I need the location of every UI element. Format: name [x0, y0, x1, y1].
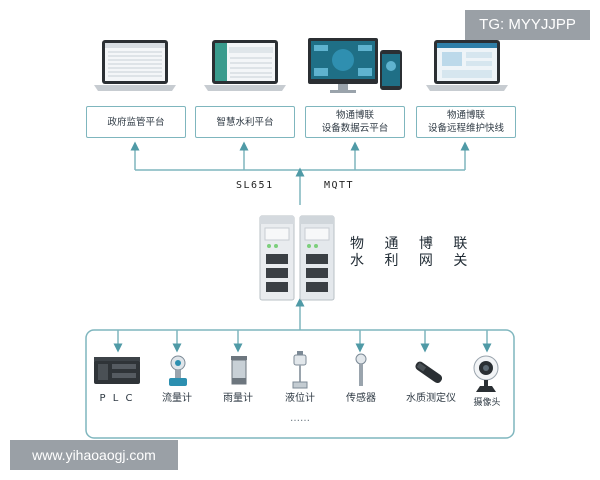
plc-icon [94, 357, 140, 384]
sensor-label-rain-gauge: 雨量计 [223, 393, 253, 404]
monitor-phone-icon [308, 38, 402, 93]
sensor-icon [355, 353, 367, 386]
gateway-title-line1: 物 通 博 联 [350, 236, 476, 252]
platform-box-government: 政府监管平台 [86, 106, 186, 138]
protocol-sl651: SL651 [236, 180, 274, 191]
platform-box-smart-water: 智慧水利平台 [195, 106, 295, 138]
sensor-label-water-quality: 水质测定仪 [406, 393, 456, 404]
camera-icon [473, 355, 499, 392]
level-gauge-icon [292, 351, 308, 389]
protocol-mqtt: MQTT [324, 180, 355, 191]
gateway-title-line2: 水 利 网 关 [350, 253, 476, 269]
sensor-label-flowmeter: 流量计 [162, 393, 192, 404]
laptop-icon [426, 40, 508, 91]
flowmeter-icon [169, 355, 187, 386]
platform-box-remote: 物通博联 设备远程维护快线 [416, 106, 516, 138]
sensor-label-level-gauge: 液位计 [285, 393, 315, 404]
laptop-icon [94, 40, 176, 91]
sensor-label-camera: 摄像头 [473, 398, 501, 408]
sensor-group-frame [85, 329, 515, 439]
platform-box-cloud: 物通博联 设备数据云平台 [305, 106, 405, 138]
water-quality-meter-icon [415, 361, 442, 384]
sensor-label-plc: P L C [99, 393, 135, 404]
watermark-bottom-left: www.yihaoaogj.com [10, 440, 178, 470]
sensor-label-sensor: 传感器 [346, 393, 376, 404]
laptop-icon [204, 40, 286, 91]
gateway-device-icon [259, 215, 335, 301]
rain-gauge-icon [231, 356, 247, 385]
more-sensors-ellipsis: …… [290, 413, 310, 424]
watermark-top-right: TG: MYYJJPP [465, 10, 590, 40]
